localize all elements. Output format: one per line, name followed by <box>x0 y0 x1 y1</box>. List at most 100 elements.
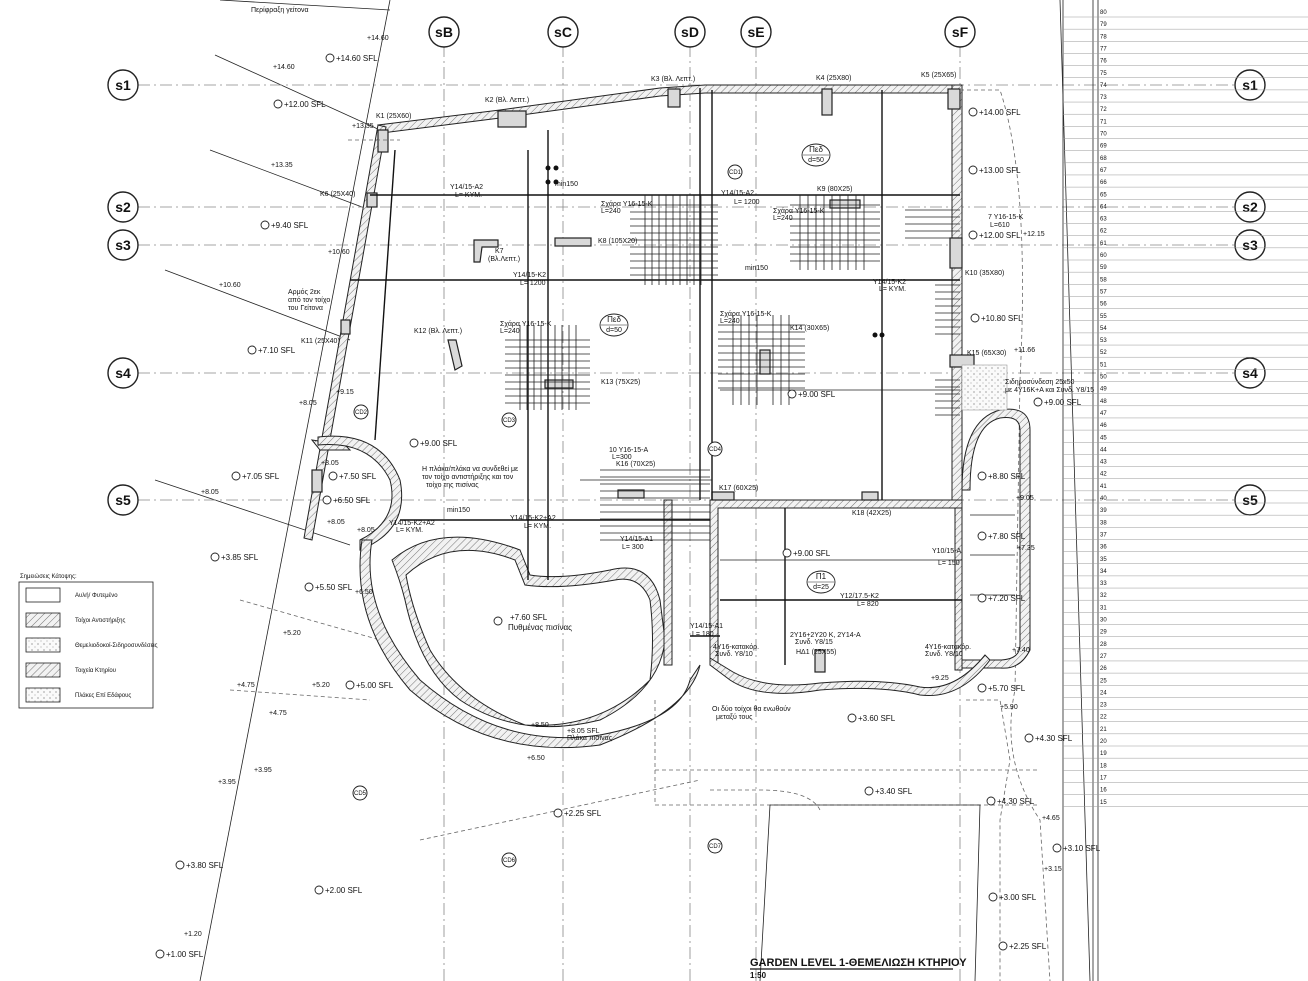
svg-text:L= ΚΥΜ.: L= ΚΥΜ. <box>455 192 482 199</box>
svg-text:Πεδ: Πεδ <box>607 315 621 324</box>
svg-text:Y14/15-K2: Y14/15-K2 <box>873 279 906 286</box>
svg-text:+5.90: +5.90 <box>1000 704 1018 711</box>
svg-text:K14 (30X65): K14 (30X65) <box>790 325 829 332</box>
stair-number: 46 <box>1100 423 1107 429</box>
svg-text:L= 1200: L= 1200 <box>734 199 760 206</box>
level-marker: +3.85 SFL <box>210 552 259 562</box>
svg-text:(Βλ.Λεπτ.): (Βλ.Λεπτ.) <box>488 256 520 263</box>
svg-text:L= ΚΥΜ.: L= ΚΥΜ. <box>396 527 423 534</box>
svg-text:K3 (Βλ. Λεπτ.): K3 (Βλ. Λεπτ.) <box>651 76 695 83</box>
svg-text:K15 (65X30): K15 (65X30) <box>967 350 1006 357</box>
section-mark-cd6: CD6 <box>501 852 517 868</box>
terrain-lines <box>154 0 1051 981</box>
svg-text:+7.35: +7.35 <box>1017 545 1035 552</box>
svg-text:Περίφραξη γείτονα: Περίφραξη γείτονα <box>251 6 309 14</box>
svg-text:+8.05: +8.05 <box>357 527 375 534</box>
svg-text:+13.35: +13.35 <box>271 162 293 169</box>
svg-text:ΗΔ1 (25X55): ΗΔ1 (25X55) <box>796 649 836 656</box>
stair-number: 25 <box>1100 678 1107 684</box>
stair-number: 27 <box>1100 654 1107 660</box>
stair-number: 32 <box>1100 593 1107 599</box>
svg-text:s1: s1 <box>115 77 131 93</box>
svg-text:+6.50: +6.50 <box>355 589 373 596</box>
level-marker: +12.00 SFL <box>968 230 1021 240</box>
stair-number: 66 <box>1100 180 1107 186</box>
stair-number: 49 <box>1100 387 1107 393</box>
stair-number: 26 <box>1100 666 1107 672</box>
grid-lines <box>138 45 1235 981</box>
stair-number: 67 <box>1100 168 1107 174</box>
svg-text:+9.15: +9.15 <box>336 389 354 396</box>
svg-text:+2.25 SFL: +2.25 SFL <box>564 809 602 818</box>
level-marker: +9.00 SFL <box>787 389 836 399</box>
grid-bubble-sE: sE <box>740 16 772 48</box>
svg-text:sC: sC <box>554 24 572 40</box>
svg-text:s4: s4 <box>115 365 131 381</box>
stair-number: 56 <box>1100 302 1107 308</box>
level-marker: +12.00 SFL <box>273 99 326 109</box>
svg-text:+4.30 SFL: +4.30 SFL <box>1035 734 1073 743</box>
grid-bubble-s5-left: s5 <box>107 484 139 516</box>
grid-bubble-sB: sB <box>428 16 460 48</box>
svg-text:+5.70 SFL: +5.70 SFL <box>988 684 1026 693</box>
mesh-k9 <box>790 195 880 270</box>
svg-text:Οι δύο τοίχοι θα ενωθούν: Οι δύο τοίχοι θα ενωθούν <box>712 705 791 713</box>
stair-number: 29 <box>1100 630 1107 636</box>
svg-text:Y14/15-A2: Y14/15-A2 <box>721 190 754 197</box>
grid-bubble-sF: sF <box>944 16 976 48</box>
stair-number: 15 <box>1100 800 1107 806</box>
stair-number: 54 <box>1100 326 1107 332</box>
svg-text:Y14/15-A1: Y14/15-A1 <box>620 536 653 543</box>
stair-number: 37 <box>1100 532 1107 538</box>
stair-number: 20 <box>1100 739 1107 745</box>
grid-bubble-sD: sD <box>674 16 706 48</box>
grid-bubble-s4-left: s4 <box>107 357 139 389</box>
svg-text:K17 (60X25): K17 (60X25) <box>719 485 758 492</box>
stair-number: 17 <box>1100 775 1107 781</box>
svg-text:+3.80 SFL: +3.80 SFL <box>186 861 224 870</box>
svg-text:d=50: d=50 <box>606 327 622 334</box>
stair-number: 69 <box>1100 144 1107 150</box>
level-marker: +9.40 SFL <box>260 220 309 230</box>
svg-text:Η πλάκα/πλάκα να συνδεθεί με: Η πλάκα/πλάκα να συνδεθεί με <box>422 465 518 473</box>
stair-number: 40 <box>1100 496 1107 502</box>
legend-swatch-retaining <box>25 612 61 628</box>
svg-text:min150: min150 <box>555 181 578 188</box>
level-marker: +5.00 SFL <box>345 680 394 690</box>
svg-text:L= 1200: L= 1200 <box>520 280 546 287</box>
svg-text:Αυλή/ Φυτεμένο: Αυλή/ Φυτεμένο <box>75 592 118 599</box>
grid-bubble-s2-right: s2 <box>1234 191 1266 223</box>
svg-text:+8.50: +8.50 <box>531 722 549 729</box>
stair-number: 68 <box>1100 156 1107 162</box>
level-marker: +4.30 SFL <box>986 796 1035 806</box>
stair-number: 50 <box>1100 375 1107 381</box>
level-marker: +2.00 SFL <box>314 885 363 895</box>
svg-text:Σημειώσεις Κάτοψης:: Σημειώσεις Κάτοψης: <box>20 573 77 580</box>
svg-text:+9.40 SFL: +9.40 SFL <box>271 221 309 230</box>
svg-text:K13 (75X25): K13 (75X25) <box>601 379 640 386</box>
svg-text:K2 (Βλ. Λεπτ.): K2 (Βλ. Λεπτ.) <box>485 97 529 104</box>
svg-text:+10.80 SFL: +10.80 SFL <box>981 314 1023 323</box>
svg-text:10 Y16-15-A: 10 Y16-15-A <box>609 447 649 454</box>
stair-number: 41 <box>1100 484 1107 490</box>
stair-number: 22 <box>1100 715 1107 721</box>
svg-text:K10 (35X80): K10 (35X80) <box>965 270 1004 277</box>
svg-text:s5: s5 <box>115 492 131 508</box>
svg-text:+12.00 SFL: +12.00 SFL <box>284 100 326 109</box>
stair-number: 43 <box>1100 460 1107 466</box>
level-marker: +9.00 SFL <box>409 438 458 448</box>
svg-text:Τοίχοι Αντιστήριξης: Τοίχοι Αντιστήριξης <box>75 617 125 624</box>
stair-number: 52 <box>1100 350 1107 356</box>
svg-text:K1 (25X60): K1 (25X60) <box>376 113 411 120</box>
legend-swatch-building-walls <box>25 662 61 678</box>
section-marks: CD1 CD2 CD3 CD4 CD5 CD6 CD7 <box>352 164 743 868</box>
level-marker: +10.80 SFL <box>970 313 1023 323</box>
svg-text:+9.00 SFL: +9.00 SFL <box>420 439 458 448</box>
stair-number: 65 <box>1100 192 1107 198</box>
svg-text:+8.05: +8.05 <box>327 519 345 526</box>
svg-text:+3.00 SFL: +3.00 SFL <box>999 893 1037 902</box>
level-marker: +7.05 SFL <box>231 471 280 481</box>
svg-text:CD2: CD2 <box>355 410 368 416</box>
level-marker: +9.00 SFL <box>782 548 831 558</box>
